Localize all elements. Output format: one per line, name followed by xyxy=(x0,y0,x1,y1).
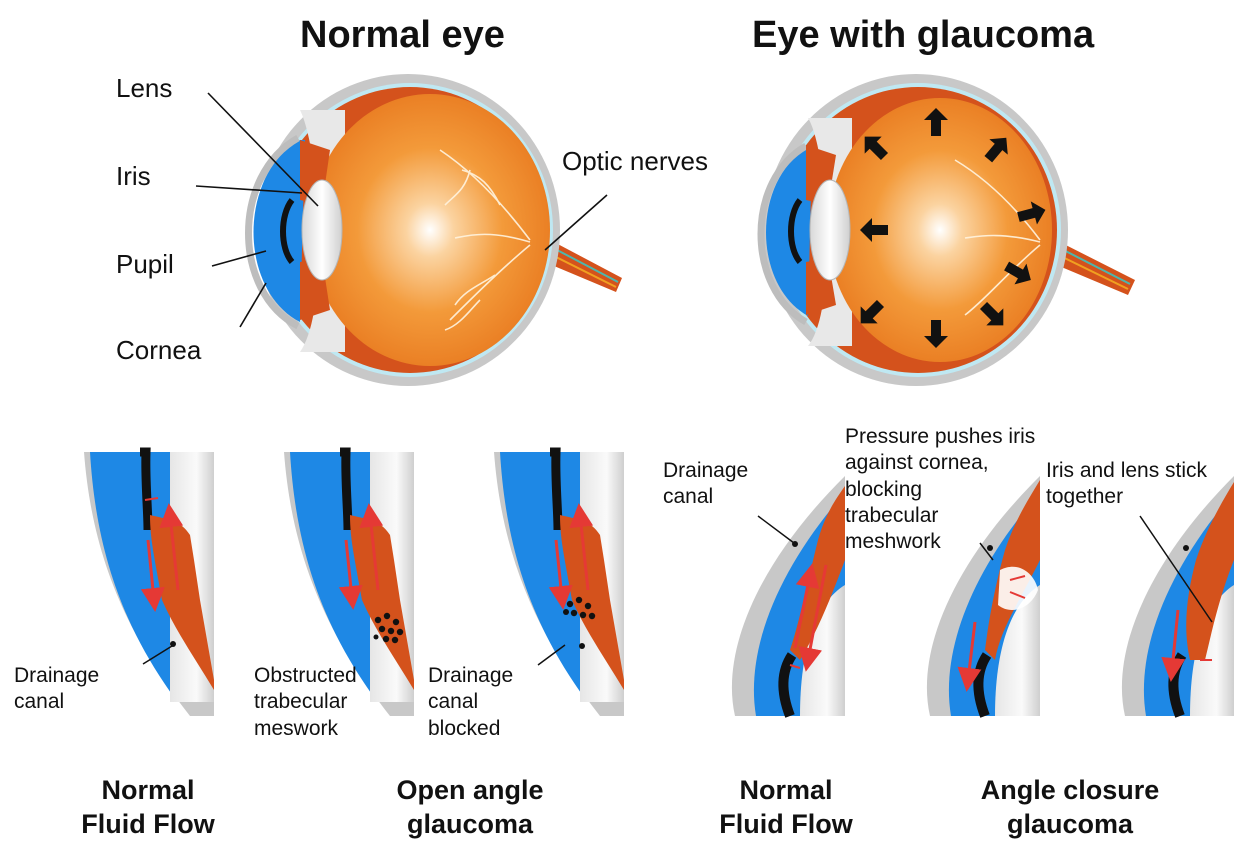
detail-drainage-blocked xyxy=(494,452,624,716)
optic-nerves-label: Optic nerves xyxy=(562,147,708,177)
glaucoma-eye xyxy=(761,74,1135,386)
detail-angle-closure-stuck xyxy=(1122,476,1234,716)
caption-normal-flow-1: Normal Fluid Flow xyxy=(58,774,238,842)
caption-normal-flow-2: Normal Fluid Flow xyxy=(696,774,876,842)
drainage-blocked-label: Drainage canal blocked xyxy=(428,663,513,742)
pressure-label: Pressure pushes iris against cornea, blo… xyxy=(845,424,1035,555)
drainage-canal-label-1: Drainage canal xyxy=(14,663,99,716)
caption-angle-closure: Angle closure glaucoma xyxy=(960,774,1180,842)
iris-label: Iris xyxy=(116,162,151,192)
drainage-canal-label-2: Drainage canal xyxy=(663,458,748,511)
obstructed-meswork-label: Obstructed trabecular meswork xyxy=(254,663,357,742)
normal-eye xyxy=(249,74,623,386)
lens-label: Lens xyxy=(116,74,172,104)
pupil-label: Pupil xyxy=(116,250,174,280)
caption-open-angle: Open angle glaucoma xyxy=(370,774,570,842)
detail-normal-flow-angle xyxy=(732,476,845,716)
detail-normal-flow xyxy=(84,452,214,716)
vitreous xyxy=(310,94,550,366)
iris-lens-stick-label: Iris and lens stick together xyxy=(1046,458,1207,511)
cornea-label: Cornea xyxy=(116,336,201,366)
